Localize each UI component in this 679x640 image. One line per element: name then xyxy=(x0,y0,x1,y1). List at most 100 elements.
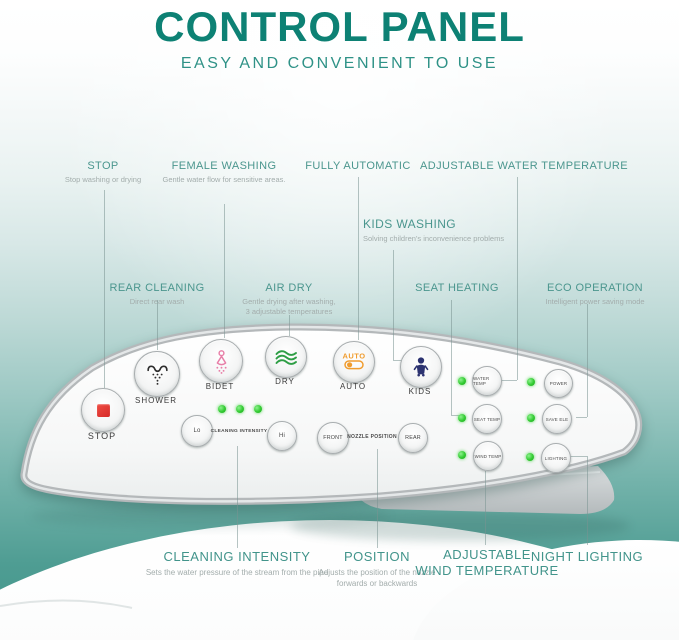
leader-line xyxy=(576,417,587,418)
power-button-label: POWER xyxy=(549,381,568,386)
lo-button[interactable]: Lo xyxy=(181,415,213,447)
callout-eco-operation: ECO OPERATION Intelligent power saving m… xyxy=(545,282,644,307)
bidet-button-label: BIDET xyxy=(205,382,235,391)
rear-button[interactable]: REAR xyxy=(398,423,428,453)
water-temp-button-label: WATER TEMP xyxy=(473,376,490,386)
seat-temp-led xyxy=(458,414,466,422)
female-wash-icon xyxy=(215,349,227,374)
power-button[interactable]: POWER xyxy=(544,369,573,398)
leader-line xyxy=(485,471,486,545)
kids-button[interactable] xyxy=(400,346,442,388)
callout-sub: Gentle water flow for sensitive areas. xyxy=(162,175,286,184)
callout-position: POSITION Adjusts the position of the noz… xyxy=(319,549,436,589)
callout-title: REAR CLEANING xyxy=(109,282,205,294)
stop-button-label: STOP xyxy=(87,431,117,441)
callout-female-washing: FEMALE WASHING Gentle water flow for sen… xyxy=(163,160,286,185)
bidet-button[interactable] xyxy=(199,339,243,383)
page-title: CONTROL PANEL xyxy=(154,3,525,50)
callout-stop: STOP Stop washing or drying xyxy=(65,160,141,185)
cleaning-intensity-inline-label: CLEANING INTENSITY xyxy=(210,429,268,434)
callout-title: POSITION xyxy=(343,549,411,564)
leader-line xyxy=(358,177,359,340)
callout-title: KIDS WASHING xyxy=(363,217,457,231)
leader-line xyxy=(104,190,105,388)
wind-temp-button[interactable]: WIND TEMP xyxy=(473,441,503,471)
callout-title: SEAT HEATING xyxy=(415,282,499,294)
callout-sub: Adjusts the position of the nozzle forwa… xyxy=(319,568,436,589)
rear-button-label: REAR xyxy=(405,435,421,441)
leader-line xyxy=(237,446,238,548)
leader-line xyxy=(517,177,518,380)
lighting-led xyxy=(526,453,534,461)
lighting-button[interactable]: LIGHTING xyxy=(541,443,571,473)
leader-line xyxy=(289,315,290,336)
water-temp-led xyxy=(458,377,466,385)
leader-line xyxy=(451,300,452,415)
save-ele-button[interactable]: SAVE ELE xyxy=(542,404,572,434)
callout-night-lighting: NIGHT LIGHTING xyxy=(531,549,643,565)
nozzle-position-inline-label: NOZZLE POSITION xyxy=(347,434,397,440)
air-waves-icon xyxy=(275,350,297,365)
callout-title: CLEANING INTENSITY xyxy=(163,549,311,564)
intensity-led xyxy=(254,405,262,413)
baby-icon xyxy=(413,357,429,377)
wind-temp-led xyxy=(458,451,466,459)
callout-adjustable-wind-temperature: ADJUSTABLE WIND TEMPERATURE xyxy=(415,547,558,580)
lo-button-label: Lo xyxy=(193,428,201,434)
callout-sub: Direct rear wash xyxy=(129,297,185,306)
water-temp-button[interactable]: WATER TEMP xyxy=(472,366,502,396)
callout-title: ECO OPERATION xyxy=(546,282,644,294)
seat-temp-button[interactable]: SEAT TEMP xyxy=(472,404,502,434)
header: CONTROL PANEL EASY AND CONVENIENT TO USE xyxy=(0,3,679,73)
leader-line xyxy=(570,456,587,457)
dry-button-label: DRY xyxy=(275,377,295,386)
seat-temp-button-label: SEAT TEMP xyxy=(473,416,501,422)
leader-line xyxy=(501,380,517,381)
shower-spray-icon xyxy=(146,364,168,385)
callout-sub-line: 3 adjustable temperatures xyxy=(245,306,333,316)
leader-line xyxy=(587,456,588,545)
leader-line xyxy=(157,300,158,350)
auto-button[interactable]: AUTO xyxy=(333,341,375,383)
auto-toggle-icon: AUTO xyxy=(342,352,365,370)
shower-button-label: SHOWER xyxy=(135,396,177,405)
front-button[interactable]: FRONT xyxy=(317,422,349,454)
leader-line xyxy=(393,360,402,361)
callout-sub: Stop washing or drying xyxy=(64,175,142,184)
intensity-led xyxy=(218,405,226,413)
callout-sub-line: Adjusts the position of the nozzle xyxy=(318,568,436,578)
hi-button-label: Hi xyxy=(278,433,286,439)
callout-title: AIR DRY xyxy=(265,282,313,294)
save-ele-button-label: SAVE ELE xyxy=(545,416,569,422)
dry-button[interactable] xyxy=(265,336,307,378)
callout-fully-automatic: FULLY AUTOMATIC xyxy=(305,160,410,172)
save-ele-led xyxy=(527,414,535,422)
power-led xyxy=(527,378,535,386)
stop-button[interactable] xyxy=(81,388,125,432)
callout-title-line: ADJUSTABLE xyxy=(443,547,531,562)
callout-title-line: WIND TEMPERATURE xyxy=(415,563,559,579)
toilet-lid xyxy=(0,520,679,640)
callout-title: FULLY AUTOMATIC xyxy=(305,160,411,172)
hi-button[interactable]: Hi xyxy=(267,421,297,451)
callout-title: STOP xyxy=(87,160,119,172)
shower-button[interactable] xyxy=(134,351,180,397)
callout-air-dry: AIR DRY Gentle drying after washing, 3 a… xyxy=(242,282,335,317)
callout-sub-line: Gentle drying after washing, xyxy=(242,297,336,306)
leader-line xyxy=(393,250,394,360)
callout-sub: Gentle drying after washing, 3 adjustabl… xyxy=(242,297,335,317)
auto-icon-text: AUTO xyxy=(342,352,365,361)
callout-title: FEMALE WASHING xyxy=(171,160,277,172)
wind-temp-button-label: WIND TEMP xyxy=(474,453,502,459)
callout-title: NIGHT LIGHTING xyxy=(530,549,644,564)
callout-seat-heating: SEAT HEATING xyxy=(415,282,499,294)
panel-shadow-left xyxy=(30,504,390,528)
stop-icon xyxy=(96,403,110,417)
leader-line xyxy=(587,304,588,417)
callout-sub: Intelligent power saving mode xyxy=(545,297,645,306)
callout-cleaning-intensity: CLEANING INTENSITY Sets the water pressu… xyxy=(146,549,328,579)
callout-title: ADJUSTABLE WATER TEMPERATURE xyxy=(419,160,629,172)
kids-button-label: KIDS xyxy=(408,387,432,396)
